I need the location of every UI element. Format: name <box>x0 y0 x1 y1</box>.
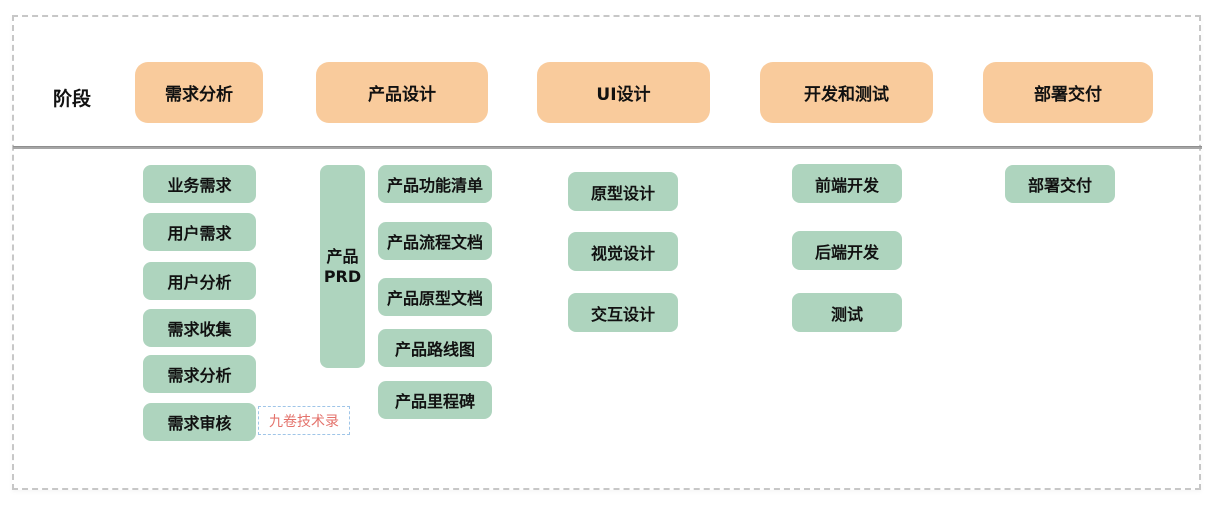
watermark-badge: 九卷技术录 <box>258 406 350 435</box>
task-prototype-doc: 产品原型文档 <box>378 278 492 316</box>
task-requirements-collection: 需求收集 <box>143 309 256 347</box>
task-prototype-design: 原型设计 <box>568 172 678 211</box>
task-backend-dev: 后端开发 <box>792 231 902 270</box>
task-testing: 测试 <box>792 293 902 332</box>
task-frontend-dev: 前端开发 <box>792 164 902 203</box>
stage-ui-design: UI设计 <box>537 62 710 123</box>
stage-deploy-delivery: 部署交付 <box>983 62 1153 123</box>
stage-requirements-analysis: 需求分析 <box>135 62 263 123</box>
lane-divider <box>13 146 1202 149</box>
task-roadmap: 产品路线图 <box>378 329 492 367</box>
task-flow-doc: 产品流程文档 <box>378 222 492 260</box>
task-requirements-analysis: 需求分析 <box>143 355 256 393</box>
task-milestone: 产品里程碑 <box>378 381 492 419</box>
task-user-requirements: 用户需求 <box>143 213 256 251</box>
task-product-prd: 产品 PRD <box>320 165 365 368</box>
task-visual-design: 视觉设计 <box>568 232 678 271</box>
prd-label-line2: PRD <box>323 266 362 286</box>
task-interaction-design: 交互设计 <box>568 293 678 332</box>
task-feature-list: 产品功能清单 <box>378 165 492 203</box>
task-deploy-delivery: 部署交付 <box>1005 165 1115 203</box>
watermark-text: 九卷技术录 <box>269 413 339 430</box>
task-requirements-review: 需求审核 <box>143 403 256 441</box>
task-business-requirements: 业务需求 <box>143 165 256 203</box>
task-user-analysis: 用户分析 <box>143 262 256 300</box>
lane-label: 阶段 <box>53 88 92 110</box>
stage-dev-and-test: 开发和测试 <box>760 62 933 123</box>
prd-label-line1: 产品 <box>326 246 359 266</box>
stage-product-design: 产品设计 <box>316 62 488 123</box>
